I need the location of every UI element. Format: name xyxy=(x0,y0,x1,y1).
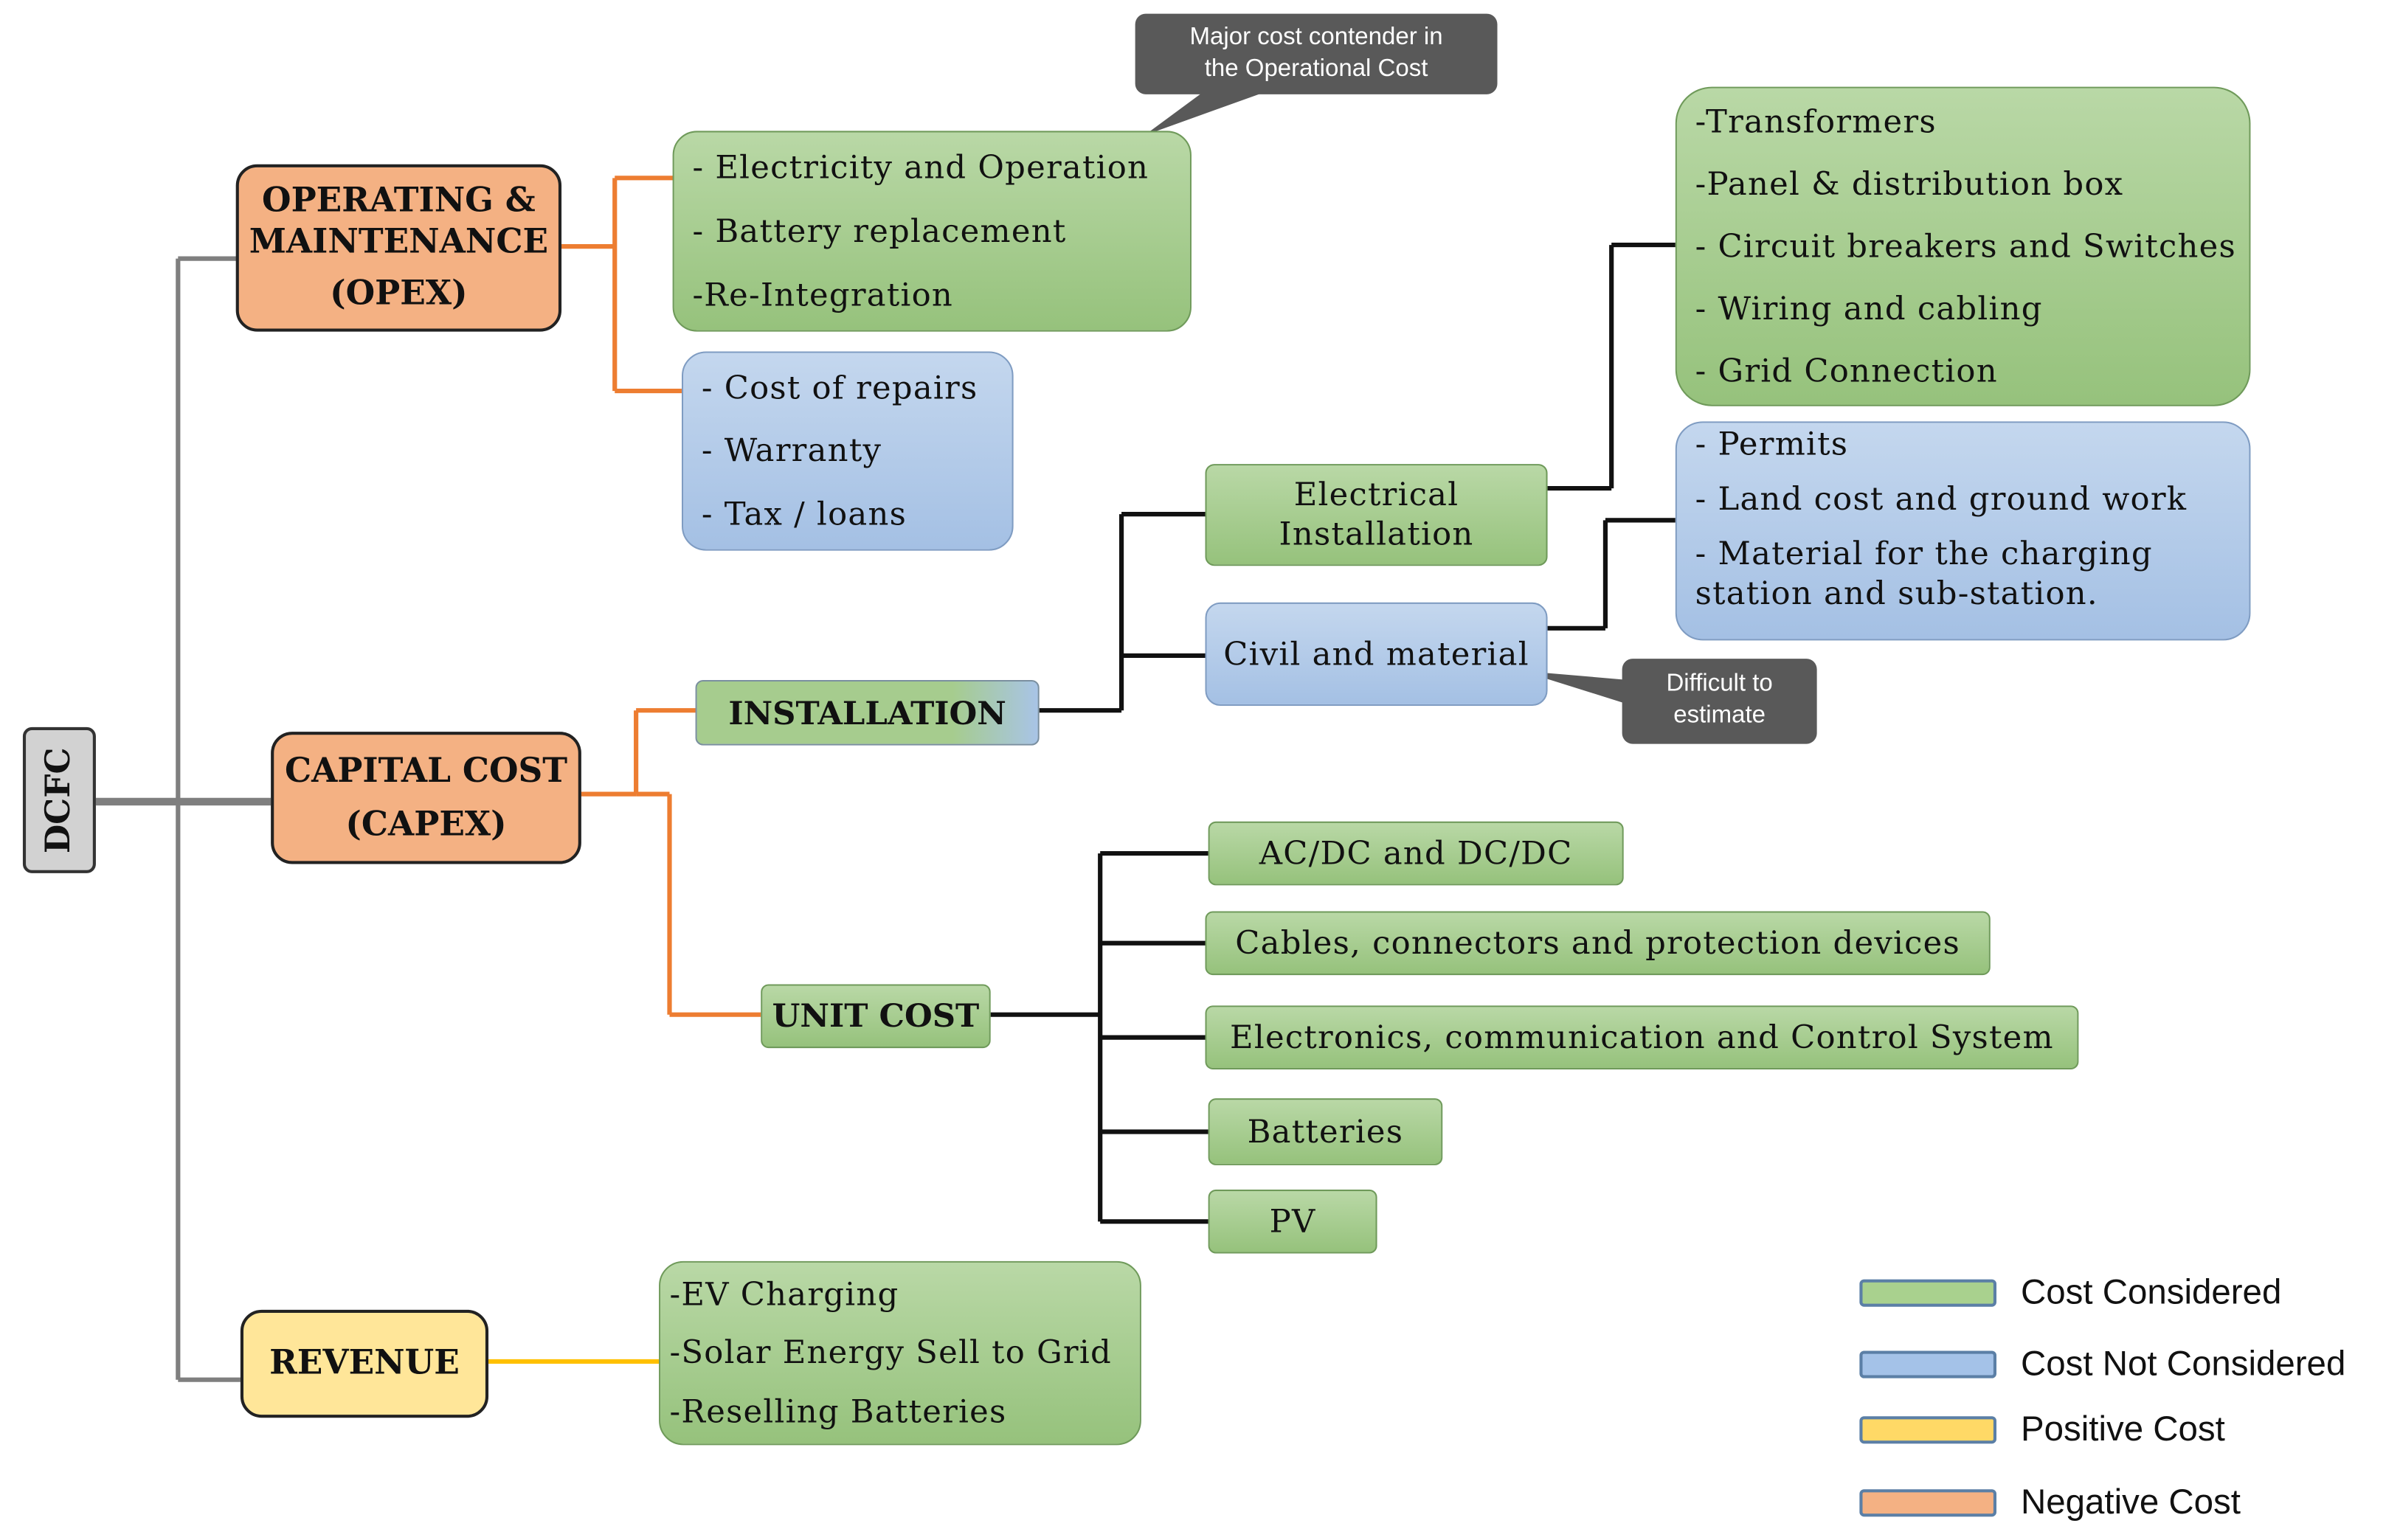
list-item: -Reselling Batteries xyxy=(669,1392,1007,1430)
legend-label: Positive Cost xyxy=(2021,1408,2225,1449)
list-item: - Permits xyxy=(1695,426,1849,463)
list-item: - Grid Connection xyxy=(1695,352,1998,389)
callout-line1: Difficult to xyxy=(1666,670,1773,698)
list-item: -Solar Energy Sell to Grid xyxy=(669,1334,1112,1372)
unit-cost-label: UNIT COST xyxy=(772,996,980,1036)
capex-title-line1: CAPITAL COST xyxy=(284,752,568,791)
legend-item-negative-cost: Negative Cost xyxy=(1859,1482,2241,1523)
root-node-dcfc: DCFC xyxy=(22,726,96,873)
installation-node: INSTALLATION xyxy=(695,679,1040,746)
list-item: - Cost of repairs xyxy=(701,369,978,406)
legend-item-positive-cost: Positive Cost xyxy=(1859,1408,2225,1450)
legend-swatch xyxy=(1859,1488,1996,1516)
civil-material-node: Civil and material xyxy=(1205,602,1548,706)
list-item: - Material for the charging xyxy=(1695,535,2153,572)
unit-item-acdc: AC/DC and DC/DC xyxy=(1208,821,1624,886)
opex-title-line2: MAINTENANCE xyxy=(249,221,549,262)
callout-difficult: Difficult to estimate xyxy=(1622,659,1817,744)
unit-item-label: AC/DC and DC/DC xyxy=(1259,835,1573,872)
unit-item-label: Electronics, communication and Control S… xyxy=(1230,1019,2054,1056)
opex-title-line3: (OPEX) xyxy=(330,274,468,314)
list-item: - Wiring and cabling xyxy=(1695,290,2043,327)
unit-cost-node: UNIT COST xyxy=(761,984,991,1049)
revenue-node: REVENUE xyxy=(240,1309,489,1418)
callout-line2: estimate xyxy=(1673,702,1766,729)
list-item: - Circuit breakers and Switches xyxy=(1695,228,2236,265)
revenue-label: REVENUE xyxy=(269,1343,460,1384)
list-item: - Warranty xyxy=(701,432,882,470)
legend-label: Cost Considered xyxy=(2021,1272,2282,1311)
callout-major-cost: Major cost contender in the Operational … xyxy=(1135,13,1498,94)
list-item: -Transformers xyxy=(1695,104,1937,141)
opex-considered-list: - Electricity and Operation - Battery re… xyxy=(672,131,1192,332)
unit-item-batteries: Batteries xyxy=(1208,1098,1443,1165)
opex-not-considered-list: - Cost of repairs - Warranty - Tax / loa… xyxy=(682,351,1014,551)
legend-item-cost-considered: Cost Considered xyxy=(1859,1272,2281,1313)
electrical-items-list: -Transformers -Panel & distribution box … xyxy=(1675,86,2251,406)
civil-label: Civil and material xyxy=(1223,636,1529,673)
list-item: -Re-Integration xyxy=(692,277,954,313)
callout-line1: Major cost contender in xyxy=(1189,24,1443,50)
electrical-line2: Installation xyxy=(1279,515,1474,552)
opex-node: OPERATING & MAINTENANCE (OPEX) xyxy=(235,164,562,332)
unit-item-label: Cables, connectors and protection device… xyxy=(1235,925,1960,962)
unit-item-pv: PV xyxy=(1208,1189,1377,1254)
unit-item-cables: Cables, connectors and protection device… xyxy=(1205,911,1991,976)
electrical-line1: Electrical xyxy=(1293,476,1459,513)
unit-item-label: PV xyxy=(1269,1203,1316,1240)
list-item: - Land cost and ground work xyxy=(1695,480,2188,518)
civil-items-list: - Permits - Land cost and ground work - … xyxy=(1675,421,2251,641)
installation-label: INSTALLATION xyxy=(728,693,1006,732)
legend-swatch xyxy=(1859,1278,1996,1306)
callout-line2: the Operational Cost xyxy=(1204,55,1428,82)
legend-label: Cost Not Considered xyxy=(2021,1343,2346,1383)
list-item: - Tax / loans xyxy=(701,496,907,533)
list-item: - Electricity and Operation xyxy=(692,149,1149,186)
list-item: - Battery replacement xyxy=(692,212,1067,250)
unit-item-electronics: Electronics, communication and Control S… xyxy=(1205,1005,2079,1069)
legend-swatch xyxy=(1859,1350,1996,1378)
root-label: DCFC xyxy=(39,746,79,853)
list-item: -Panel & distribution box xyxy=(1695,166,2124,203)
capex-node: CAPITAL COST (CAPEX) xyxy=(271,732,581,864)
list-item: station and sub-station. xyxy=(1695,575,2098,612)
opex-title-line1: OPERATING & xyxy=(262,181,536,221)
revenue-items-list: -EV Charging -Solar Energy Sell to Grid … xyxy=(659,1260,1141,1446)
legend-label: Negative Cost xyxy=(2021,1481,2241,1522)
list-item: -EV Charging xyxy=(669,1276,899,1314)
capex-title-line2: (CAPEX) xyxy=(345,804,507,844)
electrical-installation-node: Electrical Installation xyxy=(1205,464,1548,566)
unit-item-label: Batteries xyxy=(1247,1113,1404,1151)
legend-item-cost-not-considered: Cost Not Considered xyxy=(1859,1343,2345,1384)
legend-swatch xyxy=(1859,1415,1996,1443)
